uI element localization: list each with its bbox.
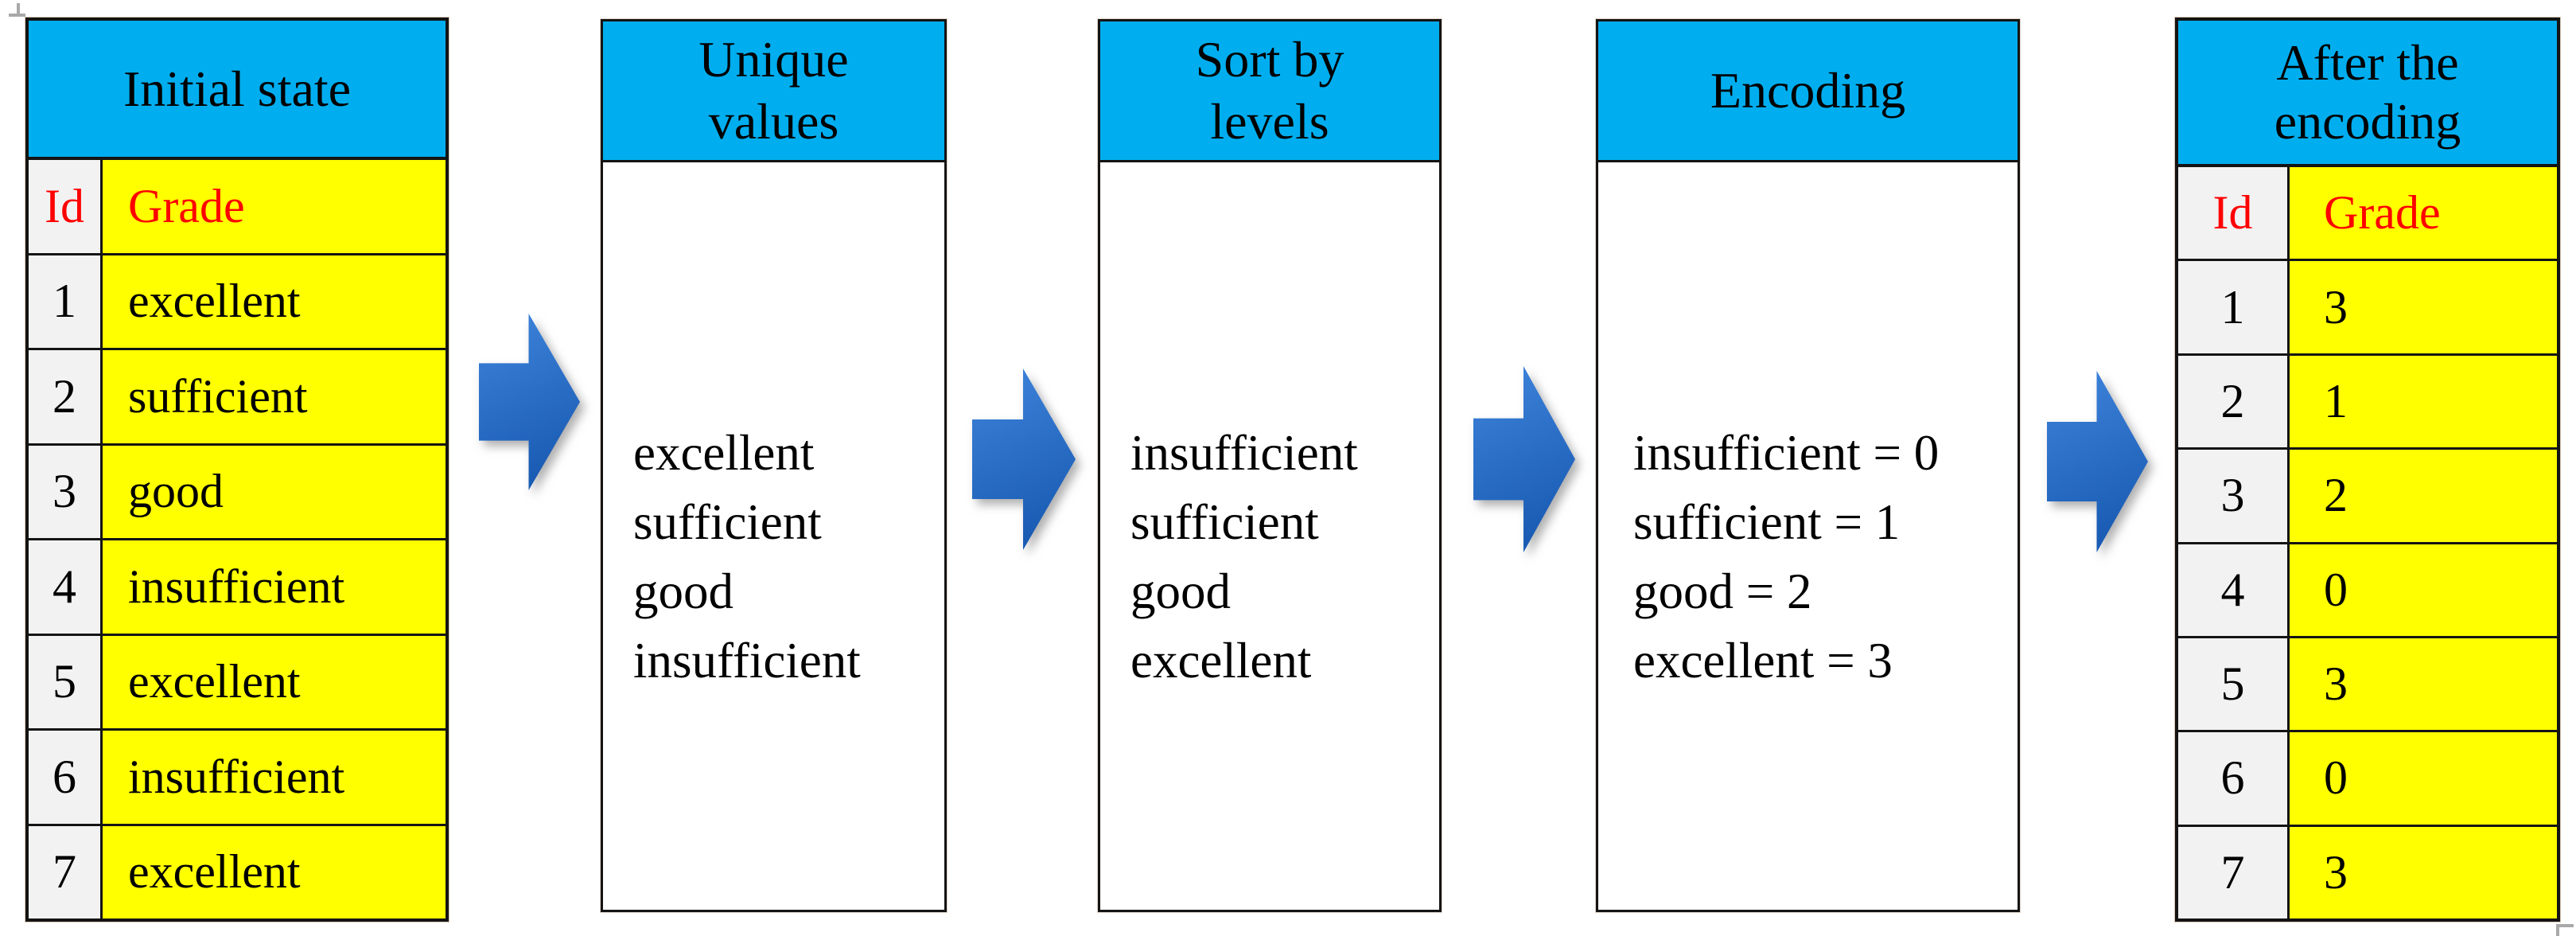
list-item: good	[1130, 564, 1231, 619]
value-list: insufficient = 0 sufficient = 1 good = 2…	[1598, 162, 2018, 910]
id-cell: 2	[29, 350, 103, 443]
column-header-grade: Grade	[103, 160, 446, 253]
grade-cell: insufficient	[103, 540, 446, 634]
id-cell: 2	[2178, 355, 2290, 448]
table-row: 1 excellent	[29, 252, 446, 348]
table-row: 2 sufficient	[29, 348, 446, 443]
list-item: insufficient = 0	[1633, 425, 1940, 481]
id-cell: 4	[29, 540, 103, 634]
list-item: excellent	[633, 425, 815, 481]
block-arrow-right-icon	[1473, 366, 1575, 552]
table-row: 5 excellent	[29, 633, 446, 728]
grade-cell: insufficient	[103, 731, 446, 824]
table-row: 7 3	[2178, 824, 2557, 918]
corner-handle-mark	[17, 3, 20, 16]
id-cell: 1	[29, 255, 103, 348]
block-arrow-right-icon	[479, 314, 580, 490]
table-row: 2 1	[2178, 353, 2557, 448]
list-item: excellent = 3	[1633, 633, 1893, 688]
column-header-row: Id Grade	[29, 160, 446, 253]
id-cell: 5	[2178, 638, 2290, 731]
table-row: 4 0	[2178, 541, 2557, 636]
value-list: excellent sufficient good insufficient	[603, 162, 944, 910]
id-cell: 6	[29, 731, 103, 824]
panel-title-line: Sort by	[1195, 31, 1344, 88]
block-arrow-right-icon	[972, 369, 1076, 550]
list-item: sufficient	[633, 494, 822, 550]
id-cell: 3	[2178, 450, 2290, 542]
corner-handle-mark	[2556, 924, 2559, 936]
encoding-panel: Encoding insufficient = 0 sufficient = 1…	[1595, 18, 2021, 913]
grade-cell: excellent	[103, 255, 446, 348]
initial-state-table: Initial state Id Grade 1 excellent 2 suf…	[25, 17, 449, 922]
panel-title-line: levels	[1210, 93, 1329, 150]
panel-title-line: Encoding	[1710, 62, 1906, 119]
panel-title: Encoding	[1598, 21, 2018, 162]
sort-by-levels-panel: Sort by levels insufficient sufficient g…	[1097, 18, 1442, 913]
table-row: 1 3	[2178, 259, 2557, 353]
unique-values-panel: Unique values excellent sufficient good …	[600, 18, 948, 913]
panel-title: Unique values	[603, 21, 944, 162]
id-cell: 5	[29, 635, 103, 728]
grade-cell: good	[103, 445, 446, 538]
id-cell: 1	[2178, 261, 2290, 353]
panel-title-line: After the	[2276, 34, 2459, 91]
block-arrow-right-icon	[2047, 371, 2148, 552]
after-encoding-table: After the encoding Id Grade 1 3 2 1 3 2 …	[2174, 17, 2561, 922]
id-cell: 7	[2178, 826, 2290, 918]
grade-cell: 0	[2290, 544, 2557, 636]
panel-title-line: values	[708, 93, 839, 150]
column-header-row: Id Grade	[2178, 167, 2557, 259]
panel-title: Sort by levels	[1100, 21, 1439, 162]
grade-cell: sufficient	[103, 350, 446, 443]
grade-cell: excellent	[103, 635, 446, 728]
table-row: 6 insufficient	[29, 728, 446, 824]
grade-cell: excellent	[103, 825, 446, 918]
column-header-grade: Grade	[2290, 167, 2557, 259]
grade-cell: 3	[2290, 261, 2557, 353]
panel-title-line: Unique	[698, 31, 849, 88]
id-cell: 4	[2178, 544, 2290, 636]
table-row: 5 3	[2178, 635, 2557, 731]
panel-title-line: encoding	[2274, 93, 2461, 150]
grade-cell: 2	[2290, 450, 2557, 542]
panel-title: After the encoding	[2178, 21, 2557, 167]
table-row: 7 excellent	[29, 823, 446, 918]
table-row: 3 2	[2178, 447, 2557, 542]
id-cell: 6	[2178, 732, 2290, 825]
table-row: 6 0	[2178, 730, 2557, 825]
grade-cell: 0	[2290, 732, 2557, 825]
table-row: 3 good	[29, 443, 446, 538]
grade-cell: 3	[2290, 638, 2557, 731]
list-item: sufficient = 1	[1633, 494, 1901, 550]
grade-cell: 1	[2290, 355, 2557, 448]
panel-title-line: Initial state	[123, 60, 352, 117]
corner-handle-mark	[9, 14, 25, 17]
grade-cell: 3	[2290, 826, 2557, 918]
value-list: insufficient sufficient good excellent	[1100, 162, 1439, 910]
panel-title: Initial state	[29, 21, 446, 160]
id-cell: 7	[29, 825, 103, 918]
list-item: insufficient	[1130, 425, 1358, 481]
list-item: good	[633, 564, 733, 619]
list-item: sufficient	[1130, 494, 1319, 550]
list-item: good = 2	[1633, 564, 1812, 619]
list-item: excellent	[1130, 633, 1312, 688]
id-cell: 3	[29, 445, 103, 538]
list-item: insufficient	[633, 633, 861, 688]
table-row: 4 insufficient	[29, 538, 446, 634]
corner-handle-mark	[2556, 924, 2574, 927]
column-header-id: Id	[29, 160, 103, 253]
column-header-id: Id	[2178, 167, 2290, 259]
